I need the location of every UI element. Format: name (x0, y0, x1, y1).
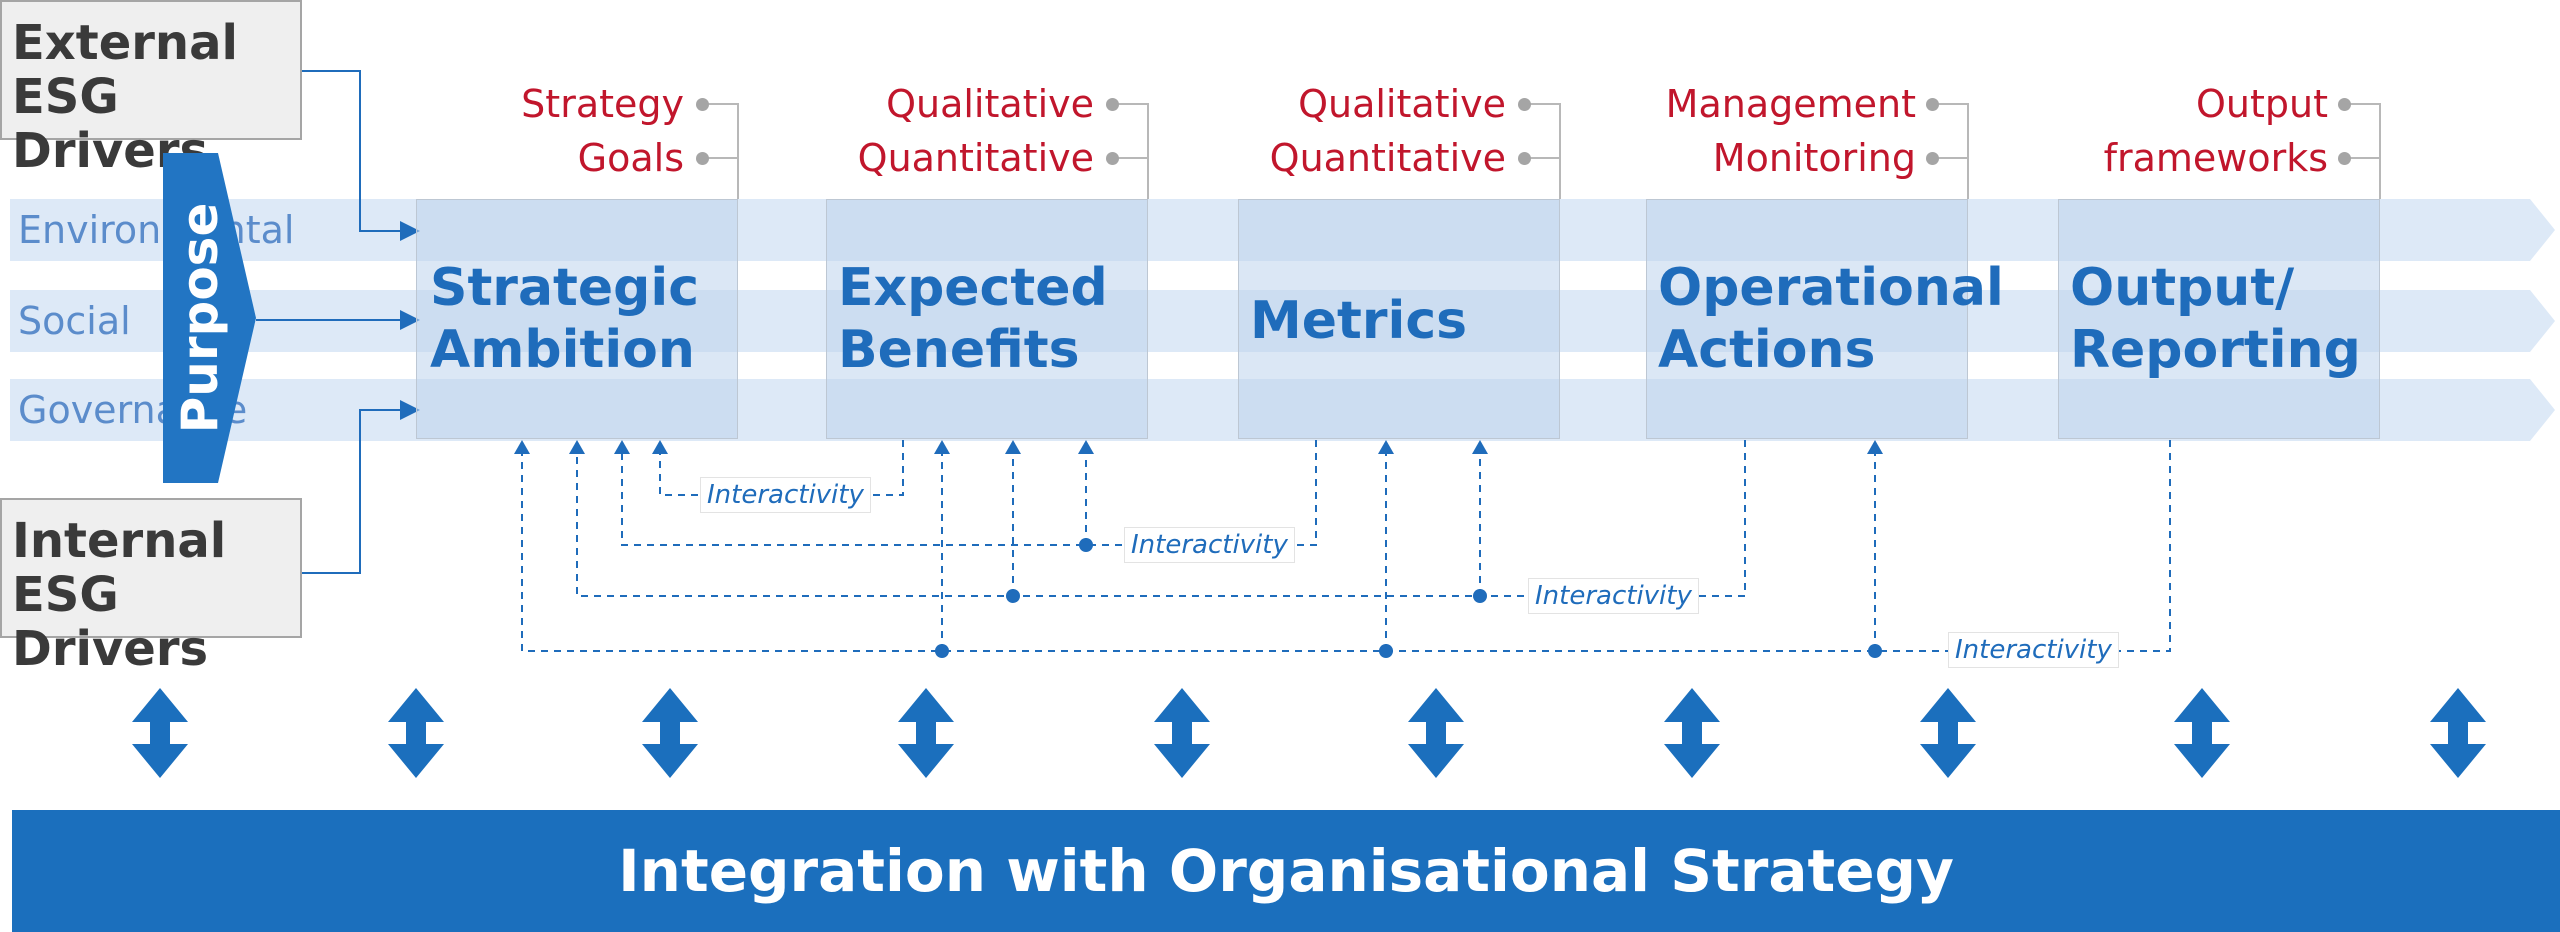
tag-dot (2338, 152, 2351, 165)
interactivity-label-1: Interactivity (700, 477, 871, 513)
tag-dot (1518, 98, 1531, 111)
tag-monitoring: Monitoring (1712, 136, 1916, 180)
external-esg-drivers-box: External ESG Drivers (0, 0, 302, 178)
stage-title-strategic-ambition: Strategic Ambition (430, 257, 699, 381)
internal-drivers-line2: Drivers (12, 621, 209, 677)
stage-title-metrics: Metrics (1250, 290, 1467, 352)
tag-dot (1518, 152, 1531, 165)
stage-title-expected-benefits: Expected Benefits (838, 257, 1108, 381)
tag-dot (1106, 152, 1119, 165)
tag-dot (2338, 98, 2351, 111)
tag-dot (696, 152, 709, 165)
internal-drivers-line1: Internal ESG (12, 513, 227, 623)
internal-esg-drivers-box: Internal ESG Drivers (0, 498, 302, 676)
stream-label-social: Social (18, 299, 131, 343)
integration-arrows (132, 688, 2486, 778)
tag-quantitative: Quantitative (1269, 136, 1506, 180)
tag-strategy: Strategy (521, 82, 684, 126)
tag-qualitative: Qualitative (1298, 82, 1506, 126)
stage-strategic-ambition (416, 199, 738, 439)
tag-dot (1926, 98, 1939, 111)
banner-text: Integration with Organisational Strategy (618, 837, 1954, 905)
external-drivers-line2: Drivers (12, 123, 209, 179)
interactivity-label-4: Interactivity (1948, 632, 2119, 668)
stage-operational-actions (1646, 199, 1968, 439)
purpose-label: Purpose (171, 202, 229, 434)
title-line: Operational (1658, 258, 2004, 318)
interactivity-label-2: Interactivity (1124, 527, 1295, 563)
title-line: Output/ (2070, 258, 2295, 318)
stage-metrics (1238, 199, 1560, 439)
tag-output: Output (2196, 82, 2328, 126)
tag-dot (696, 98, 709, 111)
interactivity-label-3: Interactivity (1528, 578, 1699, 614)
stream-label-environmental: Environmental (18, 208, 295, 252)
tag-quantitative: Quantitative (857, 136, 1094, 180)
tag-dot (1926, 152, 1939, 165)
tag-dot (1106, 98, 1119, 111)
integration-banner: Integration with Organisational Strategy (12, 810, 2560, 932)
external-drivers-line1: External ESG (12, 15, 238, 125)
title-line: Reporting (2070, 320, 2361, 380)
title-line: Actions (1658, 320, 1876, 380)
title-line: Benefits (838, 320, 1080, 380)
tag-management: Management (1665, 82, 1916, 126)
tag-frameworks: frameworks (2103, 136, 2328, 180)
title-line: Metrics (1250, 291, 1468, 351)
tag-qualitative: Qualitative (886, 82, 1094, 126)
stage-output-reporting (2058, 199, 2380, 439)
title-line: Ambition (430, 320, 695, 380)
stage-title-operational-actions: Operational Actions (1658, 257, 2004, 381)
stage-title-output-reporting: Output/ Reporting (2070, 257, 2361, 381)
stage-expected-benefits (826, 199, 1148, 439)
title-line: Expected (838, 258, 1108, 318)
tag-goals: Goals (577, 136, 684, 180)
title-line: Strategic (430, 258, 700, 318)
